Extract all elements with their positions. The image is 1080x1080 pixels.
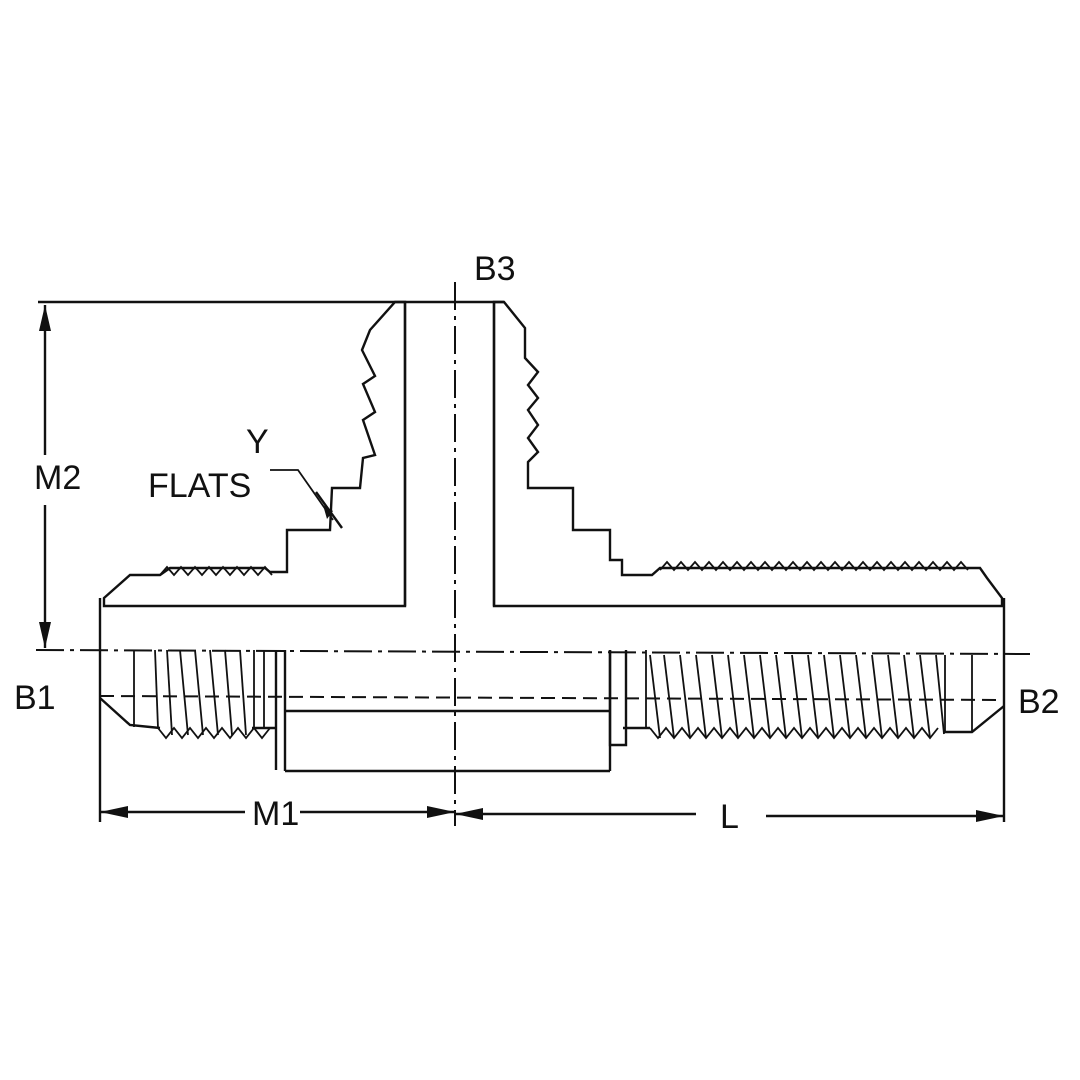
body-lower-half [99,649,1005,773]
label-b1: B1 [14,679,56,717]
label-m1: M1 [252,795,300,833]
label-b3: B3 [474,250,516,288]
label-y: Y [246,423,269,461]
m1-dimension [100,806,455,818]
body-section-left [102,300,407,608]
body-section-right [159,300,1004,608]
l-dimension [455,808,1004,822]
flats-leader [270,469,343,529]
label-flats: FLATS [148,467,252,505]
label-l: L [720,798,739,836]
centerline-run [35,649,1031,655]
label-m2: M2 [34,459,82,497]
label-b2: B2 [1018,683,1060,721]
hidden-bore-line [99,695,1005,701]
m2-dimension [39,305,51,648]
